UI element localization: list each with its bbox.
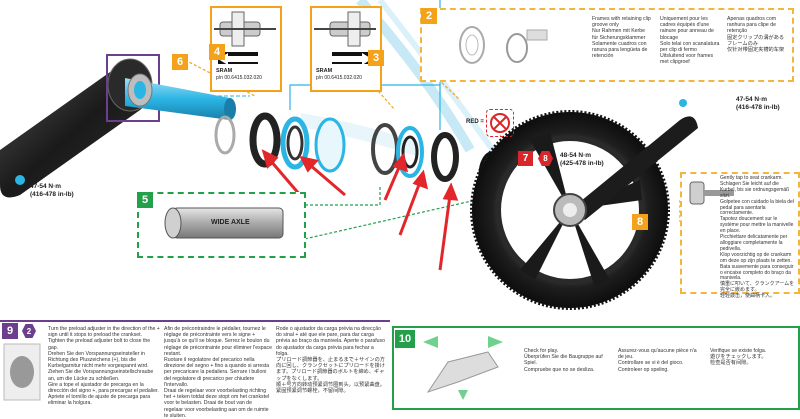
step-7-number: 7 xyxy=(522,153,529,164)
step-8-number: 8 xyxy=(636,216,644,228)
step-8-text: Gently tap to seat crankarm. Schlagen Si… xyxy=(720,175,795,300)
step-10-panel: Check for play. Überprüfen Sie die Baugr… xyxy=(392,326,800,410)
step-3-panel: SRAM p/n 00.6415.032.020 xyxy=(310,6,382,92)
right-arrow-icon xyxy=(332,52,372,65)
step-9-text-col3: Rode o ajustador da carga prévia na dire… xyxy=(276,326,386,395)
step-2-text-col2: Uniquement pour les cadres équipés d'une… xyxy=(660,16,720,66)
hex-8-number: 8 xyxy=(543,154,548,163)
sram-part-number-2: p/n 00.6415.032.020 xyxy=(316,75,362,81)
step-9-text-col1: Turn the preload adjuster in the directi… xyxy=(48,326,160,407)
step-4-badge: 4 xyxy=(209,44,225,60)
retaining-clip-illustration xyxy=(459,26,548,64)
wide-axle-tool xyxy=(164,207,284,239)
torque-chainring-label: 48-54 N·m (425-478 in-lb) xyxy=(560,152,604,167)
step-9-text-col2: Afin de précontraindre le pédalier, tour… xyxy=(164,326,272,419)
step-10-text-col1: Check for play. Überprüfen Sie die Baugr… xyxy=(524,348,603,373)
step-4-number: 4 xyxy=(213,46,221,58)
step-2-panel: Frames with retaining clip groove only N… xyxy=(420,8,794,82)
red-arrows xyxy=(261,149,459,271)
hex-2-icon: 2 xyxy=(22,324,36,338)
check-play-illustration xyxy=(423,336,503,400)
step-7-badge: 7 xyxy=(518,151,533,166)
sram-part-number: p/n 00.6415.032.020 xyxy=(216,75,262,81)
step-6-badge: 6 xyxy=(172,54,188,70)
step-10-badge: 10 xyxy=(395,330,415,348)
step-5-panel: WIDE AXLE xyxy=(137,192,306,258)
step-2-number: 2 xyxy=(425,10,433,22)
torque-left-label: 47-54 N·m (416-478 in-lb) xyxy=(30,183,74,198)
step-6-number: 6 xyxy=(176,56,184,68)
bearing-tool-illustration-2 xyxy=(314,11,376,47)
step-10-number: 10 xyxy=(398,333,412,345)
step-10-text-col3: Verifique se existe folga. 遊びをチェックします。 检… xyxy=(710,348,767,367)
red-equals-label: RED = xyxy=(466,119,484,125)
step-2-text-col3: Apenas quadros com ranhura para clipe de… xyxy=(727,16,785,54)
preload-adjuster-illustration xyxy=(3,343,41,401)
step-9-number: 9 xyxy=(6,325,14,337)
step-3-number: 3 xyxy=(372,52,380,64)
hex-8-icon: 8 xyxy=(538,151,553,166)
step-9-badge: 9 xyxy=(2,323,18,339)
no-grease-icon xyxy=(490,113,510,133)
step-8-panel: Gently tap to seat crankarm. Schlagen Si… xyxy=(680,172,800,299)
torque-right-label: 47-54 N·m (416-478 in-lb) xyxy=(736,96,780,111)
hex-2-number: 2 xyxy=(26,326,32,336)
step-9-panel: Turn the preload adjuster in the directi… xyxy=(0,320,390,419)
step-8-badge: 8 xyxy=(632,214,648,230)
step-5-badge: 5 xyxy=(137,192,153,208)
step-2-text-col1: Frames with retaining clip groove only N… xyxy=(592,16,651,60)
wide-axle-label: WIDE AXLE xyxy=(211,219,250,226)
step-2-badge: 2 xyxy=(421,8,437,24)
sram-label: SRAM xyxy=(216,68,233,74)
no-grease-indicator xyxy=(486,109,514,137)
spindle xyxy=(125,73,236,120)
step-3-badge: 3 xyxy=(368,50,384,66)
bearing-tool-illustration xyxy=(214,11,276,47)
step-10-text-col2: Assurez-vous qu'aucune pièce n'a de jeu.… xyxy=(618,348,697,373)
rubber-mallet-icon xyxy=(689,181,734,205)
sram-label-2: SRAM xyxy=(316,68,333,74)
step-5-number: 5 xyxy=(141,194,149,206)
left-arrow-icon xyxy=(218,52,258,65)
